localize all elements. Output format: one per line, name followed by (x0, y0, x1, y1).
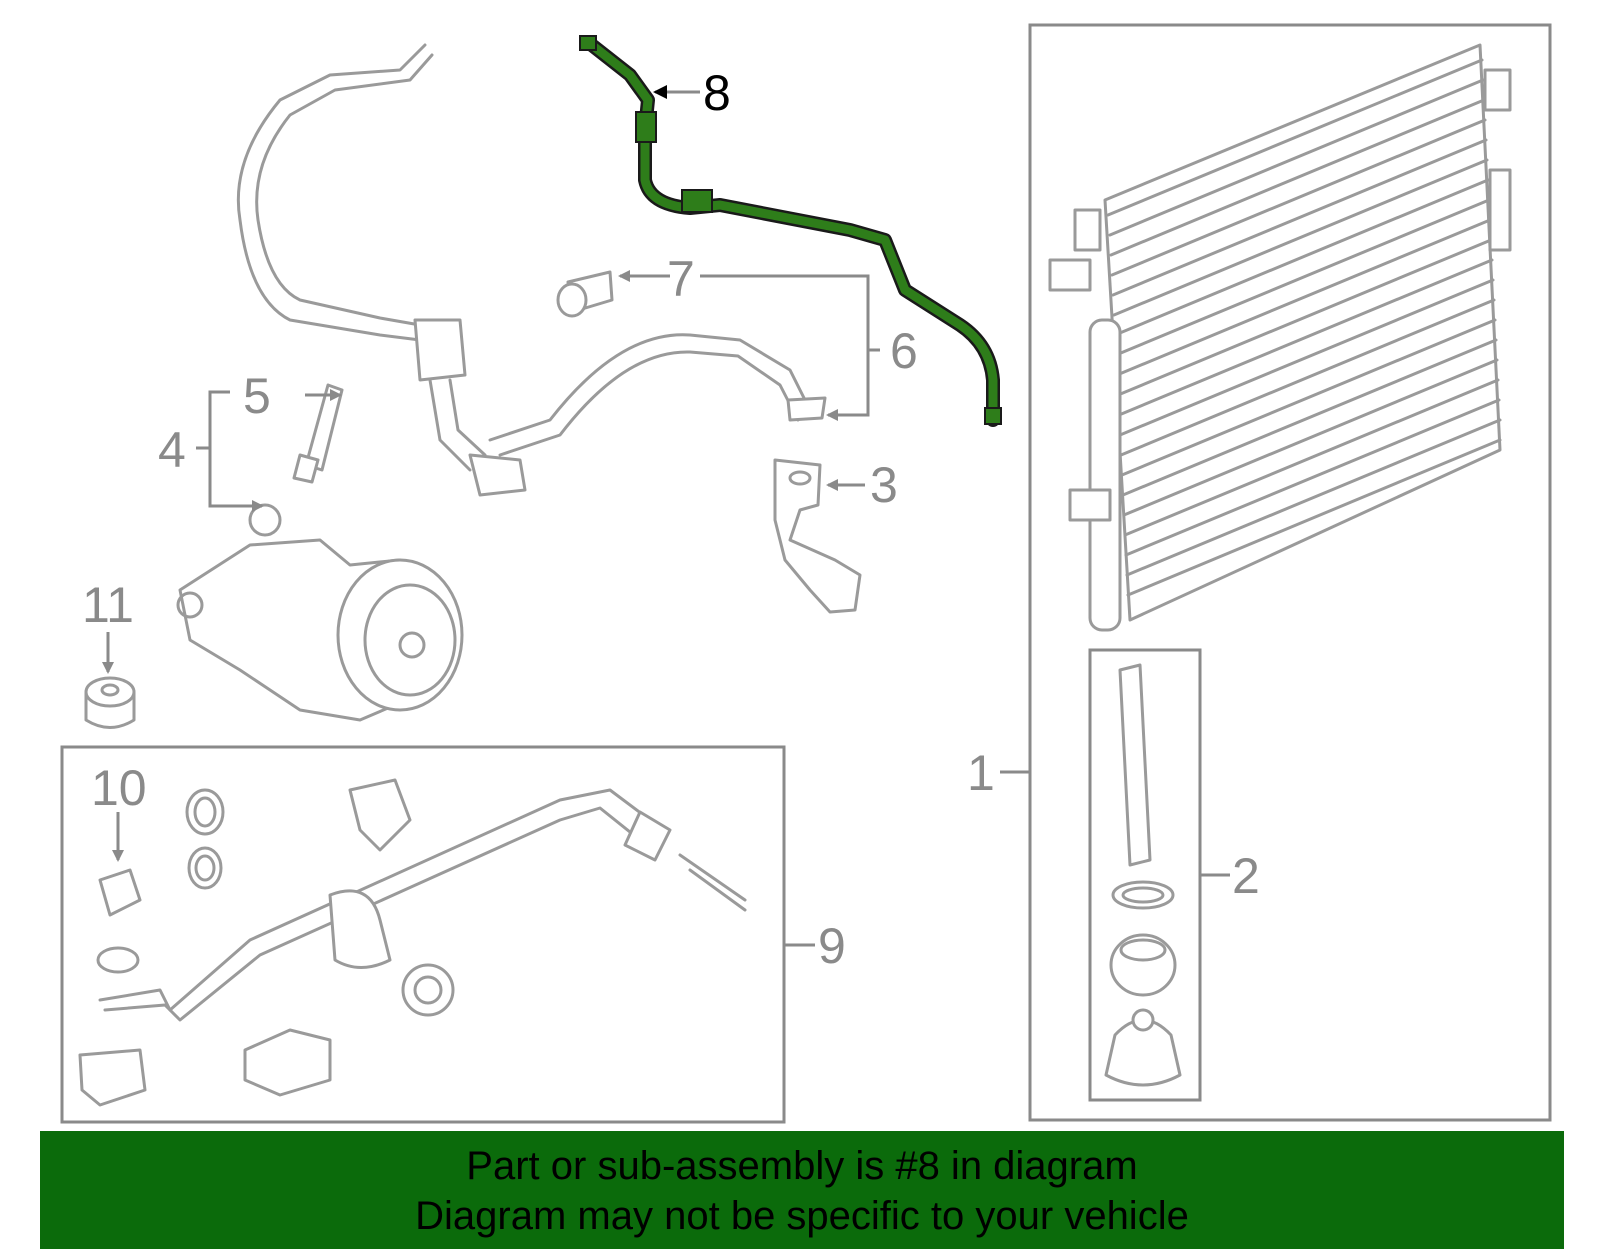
label-6: 6 (890, 323, 918, 379)
label-5: 5 (243, 368, 271, 424)
line-assembly-box (60, 745, 786, 1124)
label-9: 9 (818, 918, 846, 974)
bracket-part (773, 458, 862, 614)
cap-part (84, 676, 136, 729)
label-4: 4 (158, 422, 186, 478)
banner-line-1: Part or sub-assembly is #8 in diagram (466, 1144, 1138, 1188)
label-3: 3 (870, 457, 898, 513)
info-banner: Part or sub-assembly is #8 in diagram Di… (40, 1131, 1564, 1249)
label-2: 2 (1232, 848, 1260, 904)
leader-lines (102, 85, 1230, 947)
label-11: 11 (82, 577, 134, 633)
label-10: 10 (91, 760, 147, 816)
label-1: 1 (967, 745, 995, 801)
condenser-assembly (1028, 23, 1552, 1122)
banner-line-2: Diagram may not be specific to your vehi… (415, 1194, 1189, 1238)
label-7: 7 (667, 251, 695, 307)
drier-assembly (1088, 648, 1202, 1102)
compressor (176, 503, 464, 722)
valve-core (292, 383, 344, 484)
highlighted-hose-part-8 (579, 35, 1002, 427)
suction-hose (236, 43, 527, 497)
pressure-switch (556, 270, 614, 318)
label-8: 8 (703, 65, 731, 121)
discharge-line (488, 333, 827, 457)
